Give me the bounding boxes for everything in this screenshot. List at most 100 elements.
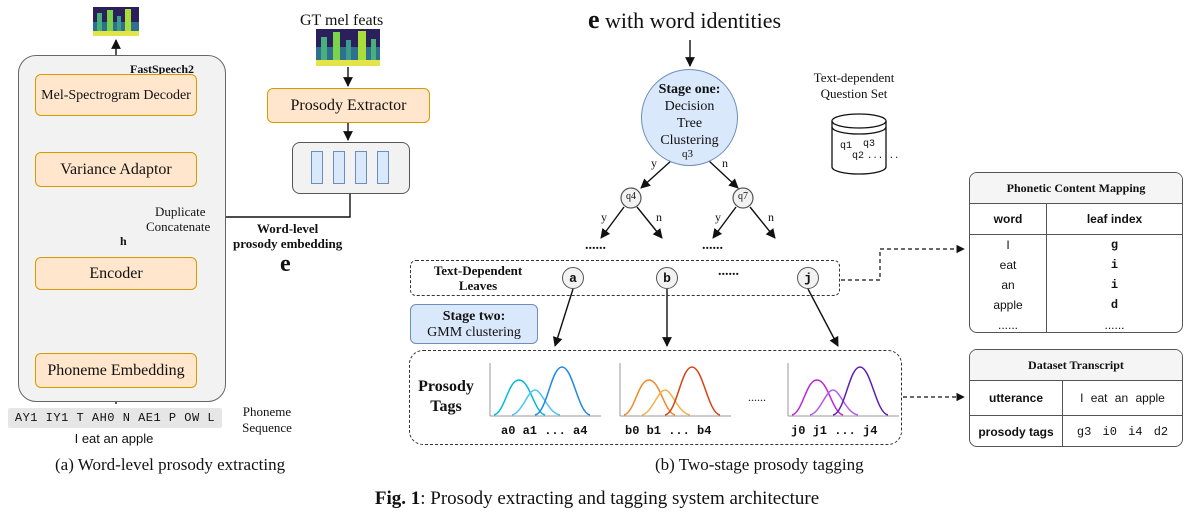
edge-label-no: n [768,210,774,224]
duplicate-text: Duplicate [155,204,206,219]
mel-spectrogram-decoder-block: Mel-Spectrogram Decoder [35,74,197,116]
sequence-text: Sequence [242,420,292,435]
caption-part-b: (b) Two-stage prosody tagging [655,455,864,474]
edge-label-no: n [656,210,662,224]
caption-part-a: (a) Word-level prosody extracting [55,455,286,474]
edge-q7-yes [712,206,737,239]
prosody-tags-line: Tags [430,398,462,415]
cell-leaf: g [1110,238,1119,252]
table-row: ...... ...... [970,315,1182,332]
question-set-label: Text-dependent Question Set [808,70,900,102]
stage-two-box: Stage two: GMM clustering [410,304,538,344]
leaves-line: Leaves [458,278,498,293]
edge-label-yes: y [651,156,657,170]
tree-node-q7 [732,187,754,209]
question-set-database-icon [831,113,887,175]
leaf-j: j [797,267,819,289]
column-header-word: word [970,204,1047,234]
concatenate-text: Concatenate [146,219,211,234]
leaves-line: Text-Dependent [433,263,523,278]
encoder-block: Encoder [35,257,197,290]
tags-leaf-b: b0 b1 ... b4 [625,424,712,438]
db-dots: ...... [867,151,900,161]
fastspeech2-label: FastSpeech2 [130,62,194,76]
variance-adaptor-block: Variance Adaptor [35,152,197,187]
embedding-e-symbol: e [280,251,291,277]
edge-q4-no [636,206,663,239]
tree-ellipsis: ...... [702,238,723,253]
q3-label: q3 [682,148,693,160]
cell-word: an [970,275,1047,295]
db-q1: q1 [840,141,853,152]
arrow-leaf-a-to-gmm [552,288,574,347]
dataset-transcript-table: Dataset Transcript utterance I eat an ap… [969,349,1183,447]
leaves-ellipsis: ...... [718,264,739,279]
stage-one-node: Stage one: Decision Tree Clustering [641,69,738,166]
edge-q3-yes [640,159,673,189]
cell-leaf: i [1110,278,1119,292]
leaf-a: a [562,267,584,289]
edge-label-yes: y [601,210,607,224]
cell-leaf: ...... [1104,318,1125,332]
cell-word: eat [970,255,1047,275]
cell-leaf: i [1110,258,1119,272]
embedding-cell [377,151,389,184]
prosody-embedding-text: prosody embedding [233,236,343,251]
embedding-cell [355,151,367,184]
tags-leaf-j: j0 j1 ... j4 [791,424,878,438]
figure-caption: Fig. 1: Prosody extracting and tagging s… [0,488,1194,510]
edge-q3-no [707,159,739,189]
stage-one-line: Decision [664,99,715,114]
table-row: I g [970,235,1182,255]
tree-node-q4 [620,187,642,209]
cell-label: utterance [970,381,1063,415]
stage-two-title: Stage two: [442,309,506,324]
question-set-line: Text-dependent [813,70,895,85]
cell-label: prosody tags [970,416,1063,446]
column-header-leaf-index: leaf index [1086,212,1143,226]
gt-mel-label: GT mel feats [300,12,384,29]
stage-one-title: Stage one: [658,82,721,97]
input-text: with word identities [605,8,782,33]
cell-leaf: d [1110,298,1119,312]
phonetic-content-mapping-table: Phonetic Content Mapping word leaf index… [969,172,1183,333]
link-leaves-to-phonetic-table [841,244,965,281]
cell-word: apple [970,295,1047,315]
table-row: eat i [970,255,1182,275]
word-level-text: Word-level [256,221,319,236]
table-title: Dataset Transcript [970,350,1182,381]
edge-label-yes: y [715,210,721,224]
prosody-tags-line: Prosody [418,378,474,395]
table-header-row: word leaf index [970,204,1182,235]
mel-spectrogram-output-image [93,7,139,36]
gmm-plot-a [489,363,601,417]
edge-q4-yes [600,206,625,239]
edge-label-no: n [722,156,728,170]
figure-caption-text: : Prosody extracting and tagging system … [420,488,820,509]
word-level-embedding-block [292,142,410,194]
gmm-plot-j [787,363,899,417]
cell-word: I [970,235,1047,255]
input-sentence: I eat an apple [74,431,154,446]
q7-label: q7 [738,191,748,202]
phoneme-embedding-block: Phoneme Embedding [35,353,197,388]
figure-number: Fig. 1 [374,488,421,509]
db-q2: q2 [852,151,865,162]
phoneme-text: Phoneme [242,404,292,419]
table-row: utterance I eat an apple [970,381,1182,416]
gt-mel-spectrogram-image [316,29,380,66]
gmm-plot-b [619,363,731,417]
phoneme-sequence: AY1 IY1 T AH0 N AE1 P OW L [8,408,222,428]
cell-value: I eat an apple [1080,391,1165,405]
prosody-extractor-block: Prosody Extractor [267,88,430,123]
input-label: e with word identities [588,5,781,35]
phoneme-sequence-label: Phoneme Sequence [232,404,302,436]
text-dependent-leaves-label: Text-Dependent Leaves [418,263,538,293]
stage-one-line: Tree [676,116,703,131]
q4-label: q4 [626,191,636,202]
cell-value: g3 i0 i4 d2 [1076,425,1169,439]
word-level-prosody-embedding-label: Word-level prosody embedding [233,221,342,251]
question-set-line: Question Set [820,86,888,101]
leaf-b: b [656,267,678,289]
prosody-tags-label: Prosody Tags [414,377,478,417]
